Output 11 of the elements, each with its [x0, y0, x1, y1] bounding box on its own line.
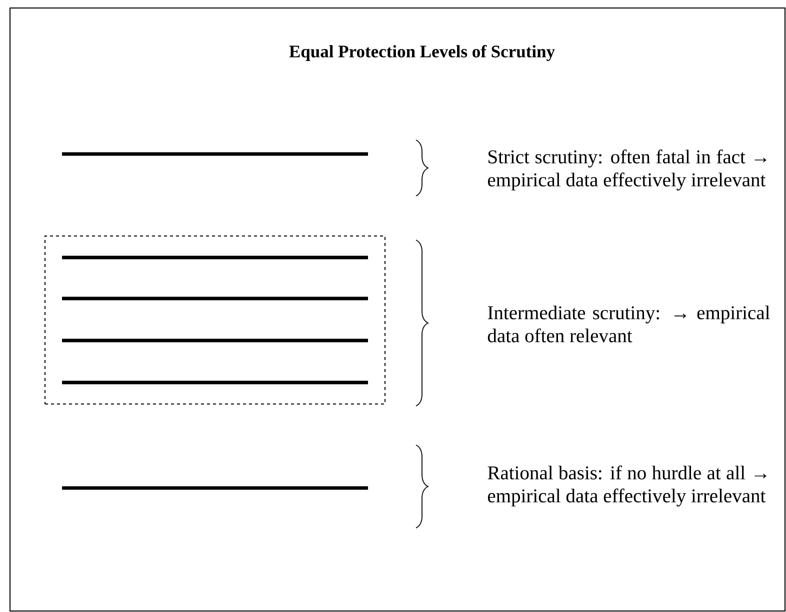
bar	[62, 486, 368, 490]
bar	[62, 338, 368, 342]
description: Intermediate scrutiny: → empirical data often relevant	[488, 306, 770, 342]
dashed-box	[44, 236, 386, 404]
description: Rational basis: if no hurdle at all → empirical data effectively irrelevant	[488, 466, 766, 506]
bar	[62, 256, 368, 260]
description: Strict scrutiny: often fatal in fact → empirical data effectively irrelevant	[488, 150, 766, 190]
bar	[62, 380, 368, 384]
bar	[62, 152, 368, 156]
bar	[62, 296, 368, 300]
title: Equal Protection Levels of Scrutiny	[289, 44, 555, 62]
